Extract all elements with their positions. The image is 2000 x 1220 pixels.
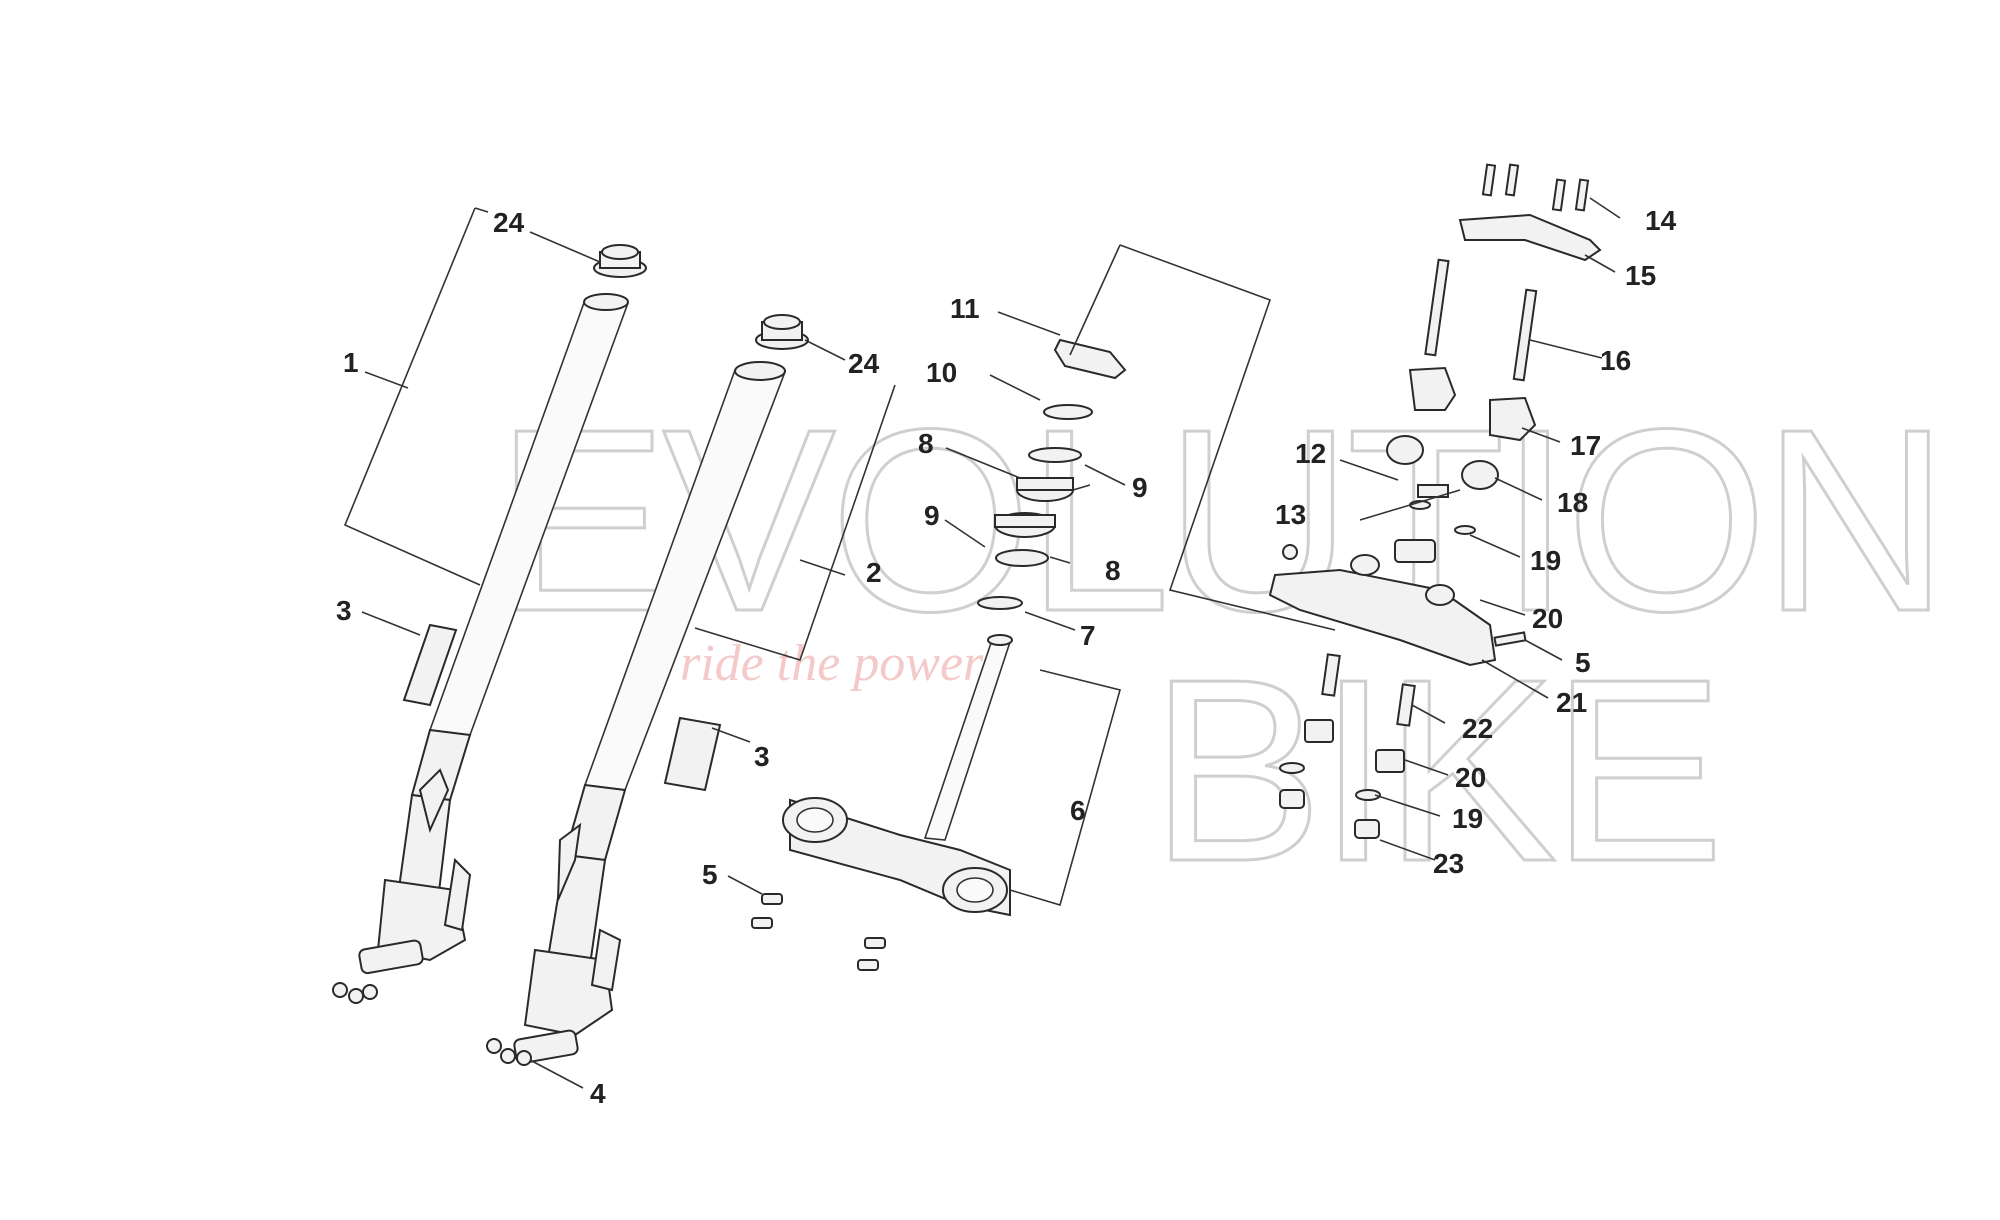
steering-head-parts — [977, 338, 1127, 610]
callout-24-right: 24 — [848, 348, 880, 379]
callout-23: 23 — [1433, 848, 1464, 879]
callout-17: 17 — [1570, 430, 1601, 461]
callout-15: 15 — [1625, 260, 1656, 291]
callout-2: 2 — [866, 557, 882, 588]
callout-12: 12 — [1295, 438, 1326, 469]
fork-leg-right — [486, 361, 787, 1066]
callout-3-left: 3 — [336, 595, 352, 626]
callout-20-top: 20 — [1532, 603, 1563, 634]
callout-14: 14 — [1645, 205, 1677, 236]
callout-4: 4 — [590, 1078, 606, 1109]
callout-10: 10 — [926, 357, 957, 388]
grouping-lines — [343, 207, 1336, 907]
callout-19-top: 19 — [1530, 545, 1561, 576]
callout-7: 7 — [1080, 620, 1096, 651]
fork-cap-left — [593, 244, 647, 278]
callout-18: 18 — [1557, 487, 1588, 518]
callout-24-left: 24 — [493, 207, 525, 238]
callout-9-bottom: 9 — [924, 500, 940, 531]
callout-21: 21 — [1556, 687, 1587, 718]
callout-19-bottom: 19 — [1452, 803, 1483, 834]
watermark-tagline: ride the power — [680, 635, 984, 692]
leader-lines — [361, 197, 1621, 1089]
callout-22: 22 — [1462, 713, 1493, 744]
callout-5-bottom: 5 — [702, 859, 718, 890]
callout-9-top: 9 — [1132, 472, 1148, 503]
callout-8-bottom: 8 — [1105, 555, 1121, 586]
reflector-right — [663, 716, 722, 792]
callout-labels: 1 2 3 3 4 5 5 6 7 8 8 9 9 10 11 12 13 14… — [336, 205, 1677, 1109]
callout-6: 6 — [1070, 795, 1086, 826]
callout-1: 1 — [343, 347, 359, 378]
callout-3-right: 3 — [754, 741, 770, 772]
top-clamp-assembly — [1268, 163, 1602, 839]
callout-13: 13 — [1275, 499, 1306, 530]
callout-20-bottom: 20 — [1455, 762, 1486, 793]
callout-8-top: 8 — [918, 428, 934, 459]
callout-5-right: 5 — [1575, 647, 1591, 678]
fork-cap-right — [755, 314, 809, 350]
callout-16: 16 — [1600, 345, 1631, 376]
fork-leg-left — [332, 293, 630, 1004]
callout-11: 11 — [950, 293, 980, 324]
screws-bottom-yoke — [751, 893, 886, 971]
reflector-left — [402, 623, 458, 707]
bottom-yoke-stem — [782, 634, 1013, 917]
